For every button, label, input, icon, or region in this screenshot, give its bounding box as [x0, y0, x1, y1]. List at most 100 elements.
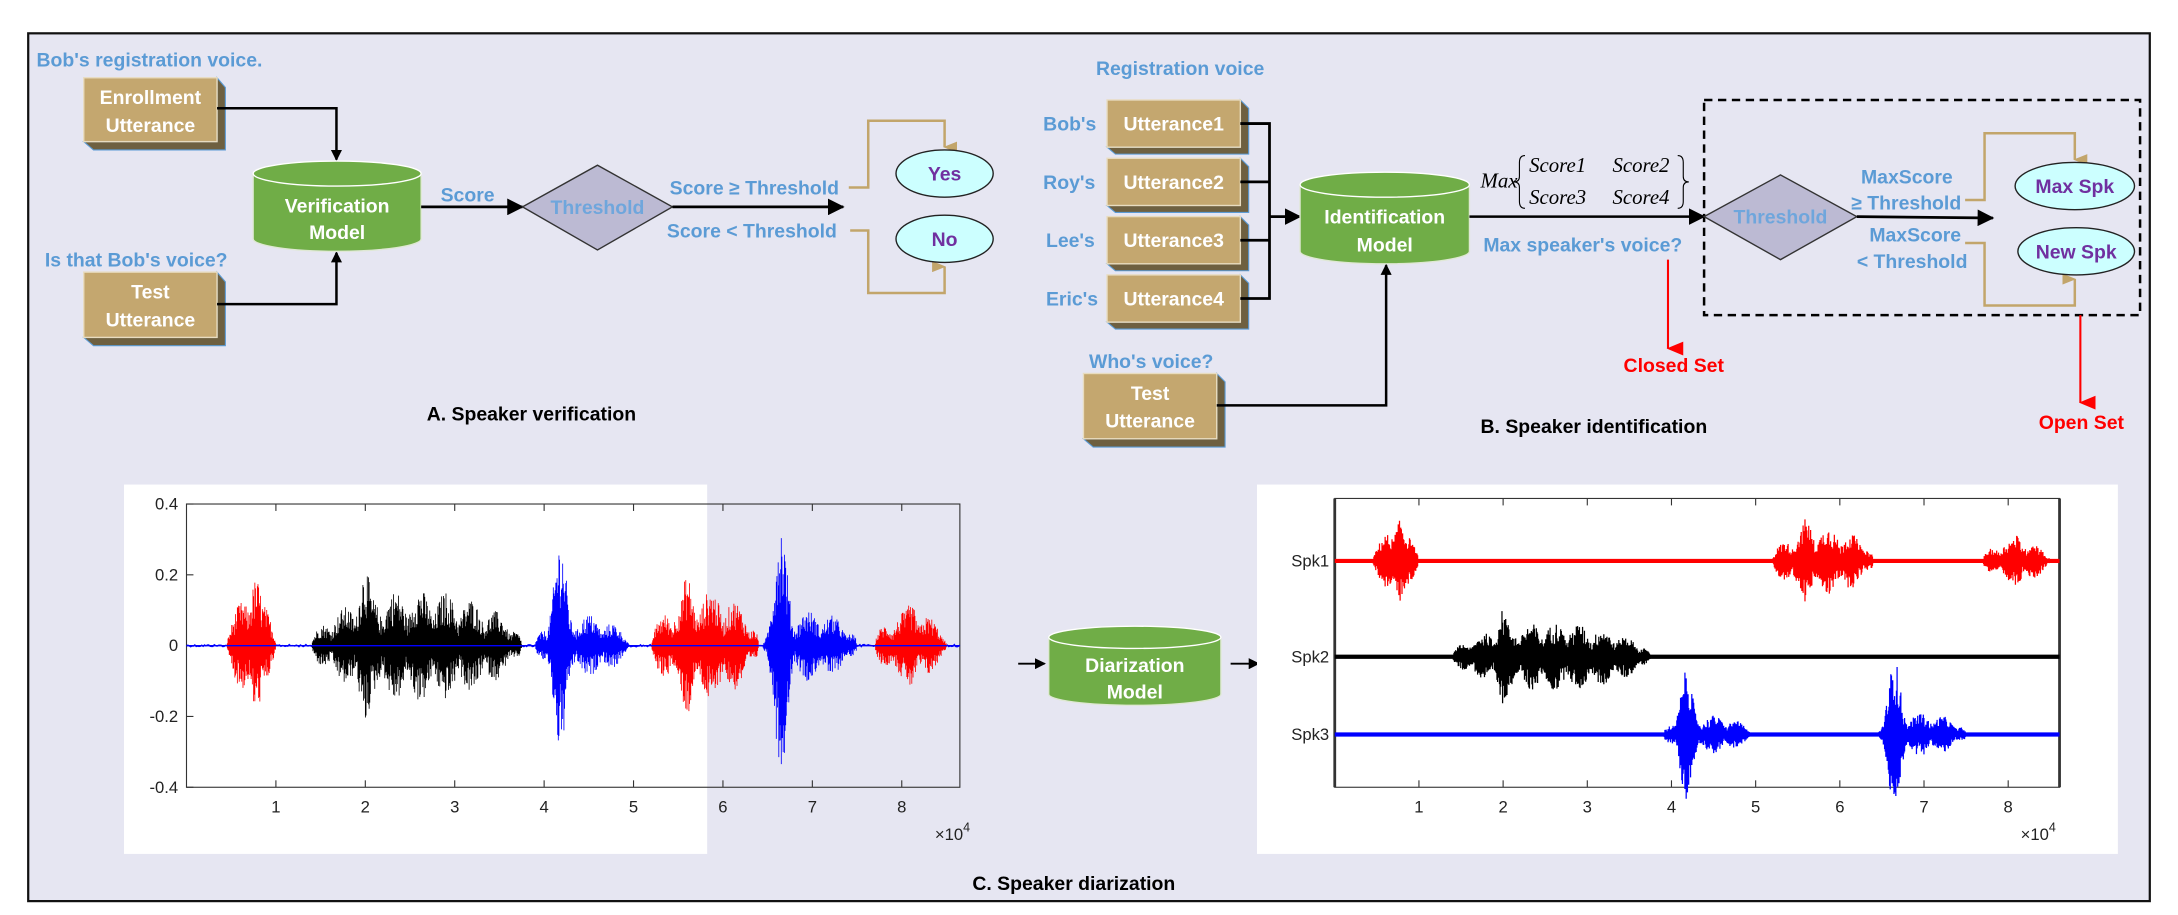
diarization-segment-spk3 [1877, 666, 1967, 796]
svg-text:Eric's: Eric's [1046, 288, 1098, 310]
identification-decision-arrow [1856, 209, 1995, 227]
x-tick-label: 2 [361, 797, 370, 816]
accept-condition: Score ≥ Threshold [670, 177, 839, 199]
svg-text:Yes: Yes [928, 164, 962, 186]
diarization-segment-spk1 [1372, 520, 1420, 601]
x-tick-label: 1 [271, 797, 280, 816]
new-spk-connector [1965, 241, 2077, 307]
x-tick-label: 6 [718, 797, 727, 816]
identification-model-cylinder: Identification Model [1299, 171, 1471, 265]
svg-text:Model: Model [1107, 681, 1163, 703]
identification-test-utterance-box: Test Utterance [1081, 372, 1226, 448]
x-tick-label: 2 [1498, 797, 1507, 816]
reject-condition: Score < Threshold [667, 220, 837, 242]
svg-text:Test: Test [1131, 383, 1170, 405]
utterance-box-4: Eric's Utterance4 [1046, 273, 1250, 330]
svg-text:No: No [932, 229, 958, 251]
svg-text:Score1: Score1 [1529, 153, 1586, 177]
test-arrow [217, 251, 343, 306]
closed-set-label: Closed Set [1624, 355, 1725, 377]
svg-text:Utterance2: Utterance2 [1123, 172, 1224, 194]
score-label: Score [441, 184, 495, 206]
utterance-box-1: Bob's Utterance1 [1043, 98, 1250, 155]
identification-threshold-diamond: Threshold [1702, 174, 1859, 261]
x-tick-label: 6 [1835, 797, 1844, 816]
registration-caption: Registration voice [1096, 58, 1265, 80]
svg-text:Identification: Identification [1324, 207, 1445, 229]
svg-text:Bob's: Bob's [1043, 114, 1096, 136]
verification-model-cylinder: Verification Model [252, 160, 422, 252]
max-spk-connector [1965, 132, 2088, 202]
waveform-segment-spk2 [311, 576, 523, 718]
svg-text:Test: Test [131, 282, 170, 304]
x-multiplier-label: ×104 [2021, 821, 2056, 844]
no-connector [850, 229, 946, 295]
open-set-label: Open Set [2039, 412, 2125, 434]
accept-condition-line1: MaxScore [1861, 166, 1953, 188]
enrollment-utterance-box: Enrollment Utterance [82, 76, 226, 151]
x-tick-label: 1 [1414, 797, 1423, 816]
identification-caption: B. Speaker identification [1481, 416, 1708, 438]
diarization-caption: C. Speaker diarization [972, 873, 1175, 895]
speaker-identification-section: Registration voice Bob's Utterance1 Roy'… [1043, 58, 2142, 448]
accept-condition-line2: ≥ Threshold [1851, 193, 1961, 215]
max-speaker-question: Max speaker's voice? [1483, 234, 1682, 256]
speaker-row-label: Spk2 [1291, 647, 1329, 666]
threshold-diamond: Threshold [521, 164, 674, 251]
x-multiplier-exponent: 4 [2049, 821, 2056, 835]
max-spk-outcome: Max Spk [2014, 161, 2136, 211]
x-multiplier-label: ×104 [935, 821, 970, 844]
svg-text:Lee's: Lee's [1046, 230, 1095, 252]
svg-text:Score4: Score4 [1612, 185, 1669, 209]
svg-text:Enrollment: Enrollment [100, 87, 202, 109]
who-voice-caption: Who's voice? [1089, 351, 1213, 373]
yes-outcome: Yes [895, 149, 994, 198]
svg-text:Score3: Score3 [1529, 185, 1586, 209]
svg-text:Utterance3: Utterance3 [1123, 230, 1224, 252]
speaker-verification-section: Bob's registration voice. Enrollment Utt… [37, 50, 994, 426]
diarization-segment-spk3 [1662, 672, 1752, 799]
utterance-box-3: Lee's Utterance3 [1046, 215, 1250, 272]
svg-text:Model: Model [1357, 234, 1413, 256]
test-to-model-arrow [1216, 263, 1392, 407]
svg-text:Threshold: Threshold [551, 197, 645, 219]
reject-condition-line2: < Threshold [1857, 251, 1968, 273]
enroll-arrow [217, 107, 343, 162]
x-multiplier-base: ×10 [2021, 825, 2049, 844]
y-tick-label: 0.4 [155, 495, 178, 514]
svg-text:Utterance4: Utterance4 [1123, 288, 1224, 310]
x-tick-label: 4 [539, 797, 548, 816]
x-tick-label: 7 [1919, 797, 1928, 816]
x-multiplier-exponent: 4 [963, 821, 970, 835]
test-caption: Is that Bob's voice? [45, 250, 228, 272]
x-tick-label: 7 [808, 797, 817, 816]
svg-text:Utterance1: Utterance1 [1123, 114, 1224, 136]
reject-condition-line1: MaxScore [1869, 225, 1961, 247]
no-outcome: No [895, 214, 994, 264]
svg-text:Roy's: Roy's [1043, 172, 1095, 194]
y-tick-label: -0.2 [149, 707, 178, 726]
x-tick-label: 8 [897, 797, 906, 816]
registration-bus [1240, 122, 1271, 300]
x-tick-label: 8 [2004, 797, 2013, 816]
verification-caption: A. Speaker verification [427, 404, 636, 426]
diarization-panel [1257, 484, 2118, 854]
x-tick-label: 5 [629, 797, 638, 816]
svg-text:Utterance: Utterance [106, 309, 196, 331]
svg-text:Score2: Score2 [1612, 153, 1669, 177]
enroll-caption: Bob's registration voice. [37, 50, 263, 72]
svg-text:Model: Model [309, 222, 365, 244]
svg-text:Verification: Verification [285, 195, 390, 217]
x-tick-label: 3 [1583, 797, 1592, 816]
utterance-box-2: Roy's Utterance2 [1043, 156, 1250, 213]
diarization-segment-spk2 [1452, 611, 1651, 704]
y-tick-label: 0 [169, 636, 178, 655]
svg-text:Threshold: Threshold [1734, 207, 1828, 229]
speaker-row-label: Spk3 [1291, 725, 1329, 744]
new-spk-outcome: New Spk [2017, 227, 2136, 276]
svg-text:Utterance: Utterance [106, 115, 196, 137]
max-score-formula: Max Score1 Score2 Score3 Score4 [1480, 153, 1689, 209]
